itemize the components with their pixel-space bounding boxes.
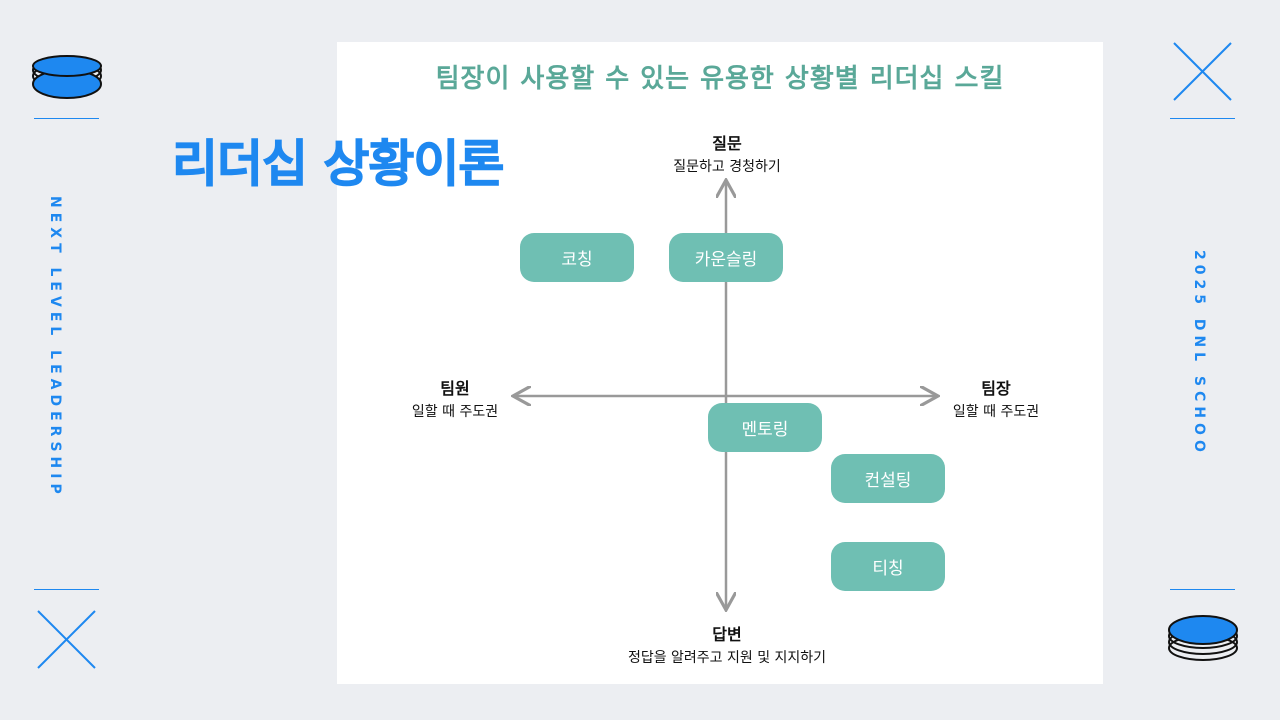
axis-bottom-title: 답변 — [712, 625, 742, 644]
panel-title: 팀장이 사용할 수 있는 유용한 상황별 리더십 스킬 — [435, 64, 1005, 94]
axis-top-sub: 질문하고 경청하기 — [673, 159, 781, 175]
pill-coaching: 코칭 — [520, 233, 634, 282]
axis-bottom-label: 답변 정답을 알려주고 지원 및 지지하기 — [577, 621, 877, 667]
divider-top-left — [34, 118, 99, 119]
axis-right-sub: 일할 때 주도권 — [952, 404, 1040, 420]
pill-teaching: 티칭 — [831, 542, 945, 591]
axis-top-title: 질문 — [712, 134, 742, 153]
divider-top-right — [1170, 118, 1235, 119]
divider-bottom-left — [34, 589, 99, 590]
axis-bottom-sub: 정답을 알려주고 지원 및 지지하기 — [627, 650, 827, 666]
axis-left-title: 팀원 — [440, 379, 470, 398]
page-title: 리더십 상황이론 — [171, 135, 504, 194]
pill-consulting: 컨설팅 — [831, 454, 945, 503]
divider-bottom-right — [1170, 589, 1235, 590]
axis-right-title: 팀장 — [981, 379, 1011, 398]
coin-stack-bottom-right — [1168, 615, 1238, 661]
x-mark-bottom-left — [37, 610, 96, 669]
pill-counseling: 카운슬링 — [669, 233, 783, 282]
axis-right-label: 팀장 일할 때 주도권 — [926, 375, 1066, 421]
axis-top-label: 질문 질문하고 경청하기 — [627, 130, 827, 176]
diagram-panel: 팀장이 사용할 수 있는 유용한 상황별 리더십 스킬 질문 질문하고 경청하기… — [337, 42, 1103, 684]
left-vertical-text: NEXT LEVEL LEADERSHIP — [47, 196, 63, 499]
pill-mentoring: 멘토링 — [708, 403, 822, 452]
axis-left-label: 팀원 일할 때 주도권 — [385, 375, 525, 421]
axis-left-sub: 일할 때 주도권 — [411, 404, 499, 420]
right-vertical-text: 2025 DNL SCHOO — [1191, 250, 1207, 457]
